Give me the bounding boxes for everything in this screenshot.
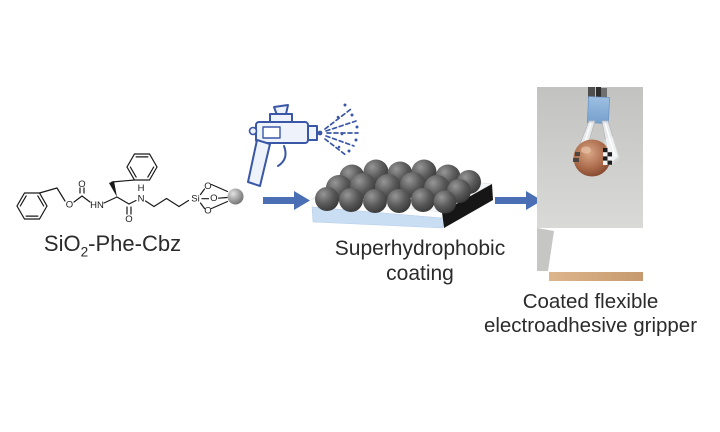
silica-particle-icon	[227, 188, 244, 205]
substrate-front-blue-layer	[311, 206, 444, 229]
chemical-structure: O O HN O H N Si O O O	[16, 153, 244, 225]
molecule-label-subscript: 2	[80, 244, 89, 260]
molecule-backbone	[38, 179, 190, 215]
gripper-photo	[537, 87, 643, 283]
gripper-label-line1: Coated flexible	[522, 290, 659, 313]
coating-label-line1: Superhydrophobic	[334, 237, 506, 260]
coating-spheres	[315, 159, 481, 214]
atom-o-carbonyl: O	[78, 179, 85, 190]
atom-o-bottom: O	[204, 206, 211, 217]
atom-si: Si	[191, 194, 199, 205]
atom-o-ester: O	[66, 200, 73, 211]
molecule-label: SiO2-Phe-Cbz	[20, 231, 205, 259]
benzene-ring-cbz	[16, 192, 48, 220]
arrow-right-icon	[263, 191, 310, 210]
atom-o-mid: O	[210, 193, 217, 204]
coating-label-line2: coating	[386, 262, 454, 285]
gripper-label: Coated flexible electroadhesive gripper	[468, 290, 713, 338]
atom-n: N	[138, 194, 145, 205]
object-highlight	[581, 146, 591, 154]
atom-h: H	[138, 183, 145, 194]
checker-marker	[603, 148, 612, 165]
arrow-right-icon-2	[495, 191, 542, 210]
coating-label: Superhydrophobic coating	[310, 236, 530, 286]
electrode-pad	[586, 96, 611, 124]
arrow-right-icon-1	[263, 191, 310, 210]
benzene-ring-phe	[126, 153, 158, 181]
wooden-strip	[549, 272, 643, 281]
atom-labels: O O HN O H N Si O O O	[66, 179, 218, 225]
coating-illustration	[311, 159, 493, 229]
arrow-right-icon	[495, 191, 542, 210]
atom-hn: HN	[90, 200, 104, 211]
silane-cage	[199, 183, 229, 210]
spray-droplets	[336, 103, 359, 153]
gripper-label-line2: electroadhesive gripper	[483, 314, 698, 337]
atom-o-top: O	[204, 181, 211, 192]
stereo-wedge-bond	[109, 181, 117, 197]
gripper-clamp	[588, 87, 607, 100]
spray-gun-icon	[247, 103, 359, 187]
molecule-label-prefix: SiO	[43, 231, 81, 256]
atom-o-amide: O	[125, 214, 132, 225]
substrate-dark-edge	[442, 184, 493, 228]
bench-edge-shadow	[537, 228, 554, 271]
left-arm-marks	[573, 152, 580, 162]
molecule-label-suffix: -Phe-Cbz	[88, 231, 182, 256]
